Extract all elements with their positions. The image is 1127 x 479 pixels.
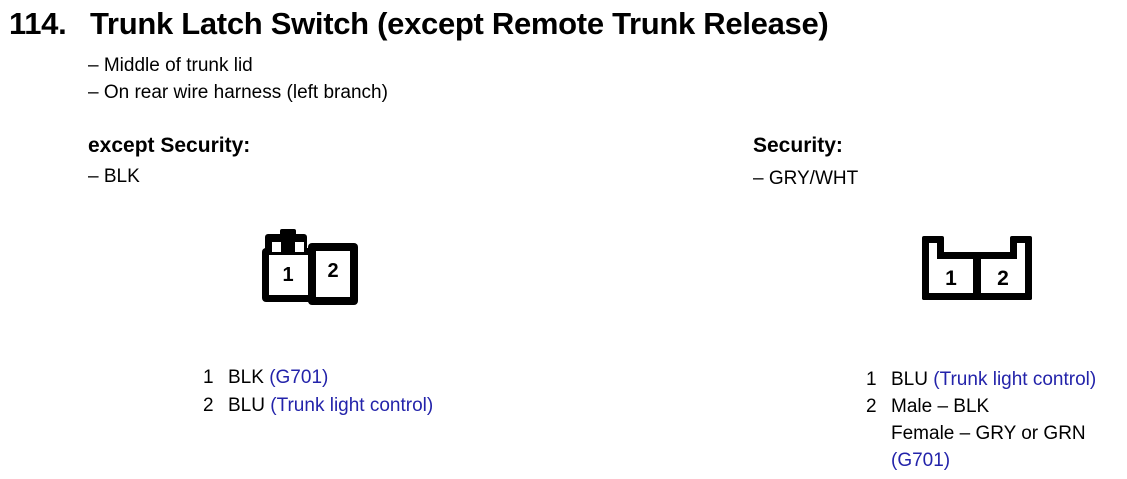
cavity-1-interior: [269, 255, 308, 295]
cavity-2-interior: [981, 259, 1025, 293]
section-heading-except-security: except Security:: [88, 134, 251, 157]
item-number: 114.: [9, 6, 67, 41]
cavity-number: 1: [282, 264, 293, 286]
wire-color-note: – BLK: [88, 166, 140, 187]
pin-destination: (G701): [891, 450, 951, 471]
cavity-1-interior: [929, 259, 973, 293]
location-note: – On rear wire harness (left branch): [88, 82, 388, 103]
pin-row: 2 Male – BLK Female – GRY or GRN (G701): [866, 393, 1096, 474]
latch-hole: [272, 242, 281, 252]
cavity-number: 2: [327, 260, 338, 282]
cavity-2-interior: [316, 251, 350, 297]
pin-row: 2 BLU (Trunk light control): [203, 392, 433, 420]
pin-number: 1: [203, 367, 214, 388]
right-ear-interior: [1017, 243, 1025, 267]
left-ear-interior: [929, 243, 937, 267]
pin-wire-color: BLK: [228, 367, 264, 388]
pin-destination: (Trunk light control): [933, 369, 1097, 390]
pin-number: 2: [203, 395, 214, 416]
page-title: Trunk Latch Switch (except Remote Trunk …: [90, 6, 829, 41]
pin-destination: (Trunk light control): [270, 395, 434, 416]
pin-number: 2: [866, 396, 877, 417]
pin-number: 1: [866, 369, 877, 390]
pin-wire-color: BLU: [228, 395, 265, 416]
cavity-number: 1: [945, 267, 957, 290]
wire-color-note: – GRY/WHT: [753, 168, 859, 189]
pin-wire-color-male: Male – BLK: [891, 396, 990, 417]
location-note: – Middle of trunk lid: [88, 55, 253, 76]
latch-nub: [280, 229, 296, 239]
pin-wire-color-female: Female – GRY or GRN: [891, 423, 1086, 444]
pin-destination: (G701): [269, 367, 329, 388]
connector-diagram-security: 1 2: [922, 236, 1032, 300]
connector-diagram-except-security: 1 2: [262, 229, 358, 305]
cavity-number: 2: [997, 267, 1009, 290]
pin-row: 1 BLU (Trunk light control): [866, 366, 1096, 393]
pin-wire-color: BLU: [891, 369, 928, 390]
pin-row: 1 BLK (G701): [203, 364, 433, 392]
pin-list-security: 1 BLU (Trunk light control) 2 Male – BLK…: [866, 366, 1096, 474]
location-notes: – Middle of trunk lid – On rear wire har…: [88, 52, 388, 106]
pin-list-except-security: 1 BLK (G701) 2 BLU (Trunk light control): [203, 364, 433, 420]
latch-hole: [295, 242, 304, 252]
section-heading-security: Security:: [753, 134, 843, 157]
